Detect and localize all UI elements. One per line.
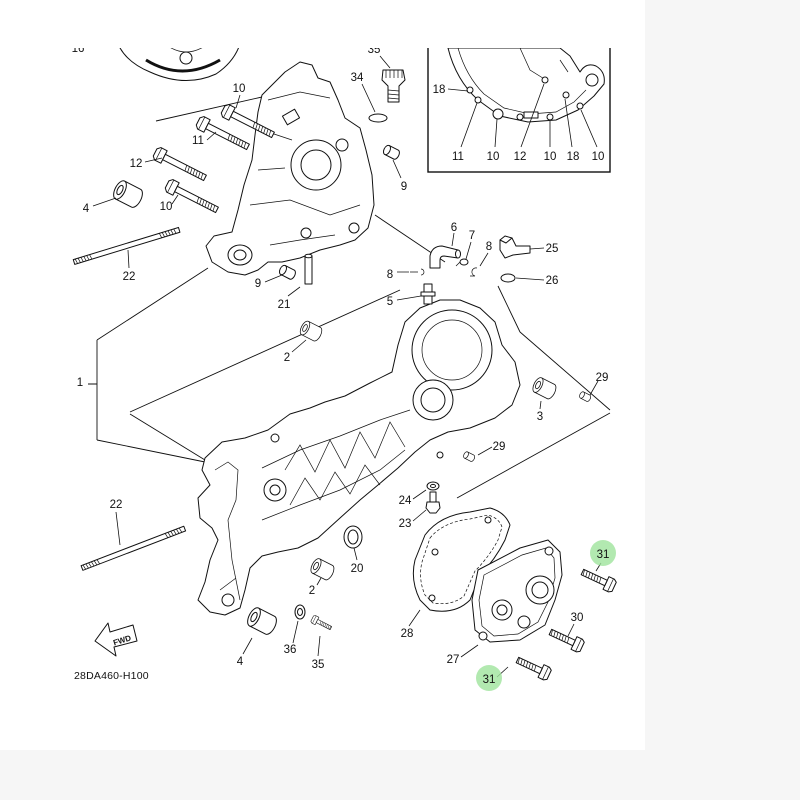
drain-bolt-23 <box>425 491 441 514</box>
callout-9-right: 9 <box>401 181 407 193</box>
forward-arrow-icon: FWD <box>94 622 138 657</box>
inset-callout-18-left: 18 <box>433 84 446 96</box>
crankcase-main <box>197 299 521 616</box>
callout-30: 30 <box>571 612 584 624</box>
inset-callout-11: 11 <box>452 151 464 163</box>
callout-2-upper: 2 <box>284 352 290 364</box>
assembly-guide-lines <box>88 96 611 499</box>
callout-31-lower: 31 <box>483 674 496 686</box>
callout-10-b: 10 <box>160 201 173 213</box>
callout-7: 7 <box>469 230 475 242</box>
callout-labels: 16 35 34 10 11 12 4 10 22 9 9 21 2 1 6 7… <box>72 43 610 686</box>
gasket-28 <box>412 507 511 612</box>
callout-1: 1 <box>77 377 83 389</box>
callout-12: 12 <box>130 158 143 170</box>
callout-2-lower: 2 <box>309 585 315 597</box>
highlight-marker-31-upper <box>590 540 616 566</box>
oil-seal-20 <box>343 525 363 549</box>
callout-16: 16 <box>72 43 85 55</box>
callout-10-a: 10 <box>233 83 246 95</box>
callout-29-right: 29 <box>596 372 609 384</box>
o-ring-26 <box>500 273 516 283</box>
crankcase-cover-27 <box>471 539 563 643</box>
clip-8-right <box>470 267 478 277</box>
washer-24 <box>426 481 440 491</box>
callout-8-right: 8 <box>486 241 492 253</box>
union-fitting-25 <box>499 235 531 259</box>
callout-35-lower: 35 <box>312 659 325 671</box>
inset-callout-10-b: 10 <box>544 151 557 163</box>
callout-21: 21 <box>278 299 291 311</box>
clip-8-left <box>410 268 425 276</box>
inset-callout-10-a: 10 <box>487 151 500 163</box>
callout-4-lower: 4 <box>237 656 244 668</box>
callout-24: 24 <box>399 495 412 507</box>
dowel-21 <box>304 253 313 285</box>
cylinder-cover-partial <box>119 48 240 82</box>
callout-11: 11 <box>192 135 204 147</box>
highlight-marker-31-lower <box>476 665 502 691</box>
inset-callout-12: 12 <box>514 151 527 163</box>
callout-3: 3 <box>537 411 543 423</box>
callout-8-left: 8 <box>387 269 393 281</box>
callout-23: 23 <box>399 518 412 530</box>
callout-31-upper: 31 <box>597 549 610 561</box>
callout-34: 34 <box>351 72 364 84</box>
callout-22-lower: 22 <box>110 499 123 511</box>
callout-26: 26 <box>546 275 559 287</box>
inset-detail: 18 11 10 12 10 18 10 <box>427 48 611 173</box>
gasket-36 <box>294 604 306 620</box>
plug-35-upper <box>381 69 406 103</box>
o-ring-34 <box>368 113 388 123</box>
callout-5: 5 <box>387 296 393 308</box>
callout-28: 28 <box>401 628 414 640</box>
drawing-code: 28DA460-H100 <box>74 670 149 682</box>
breather-hose-6 <box>429 245 461 269</box>
callout-22-upper: 22 <box>123 271 136 283</box>
clip-7 <box>455 258 469 267</box>
exploded-view: 16 35 34 10 11 12 4 10 22 9 9 21 2 1 6 7… <box>72 43 618 691</box>
inset-callout-18-right: 18 <box>567 151 580 163</box>
callout-29-lower: 29 <box>493 441 506 453</box>
crankcase-upper-half <box>205 61 375 276</box>
inset-callout-10-c: 10 <box>592 151 605 163</box>
callout-9-left: 9 <box>255 278 261 290</box>
callout-25: 25 <box>546 243 559 255</box>
callout-6: 6 <box>451 222 457 234</box>
callout-36: 36 <box>284 644 297 656</box>
callout-4-upper: 4 <box>83 203 90 215</box>
callout-35-top: 35 <box>368 44 381 56</box>
nipple-5 <box>420 283 436 305</box>
callout-27: 27 <box>447 654 460 666</box>
callout-20: 20 <box>351 563 364 575</box>
leader-lines <box>92 55 602 678</box>
